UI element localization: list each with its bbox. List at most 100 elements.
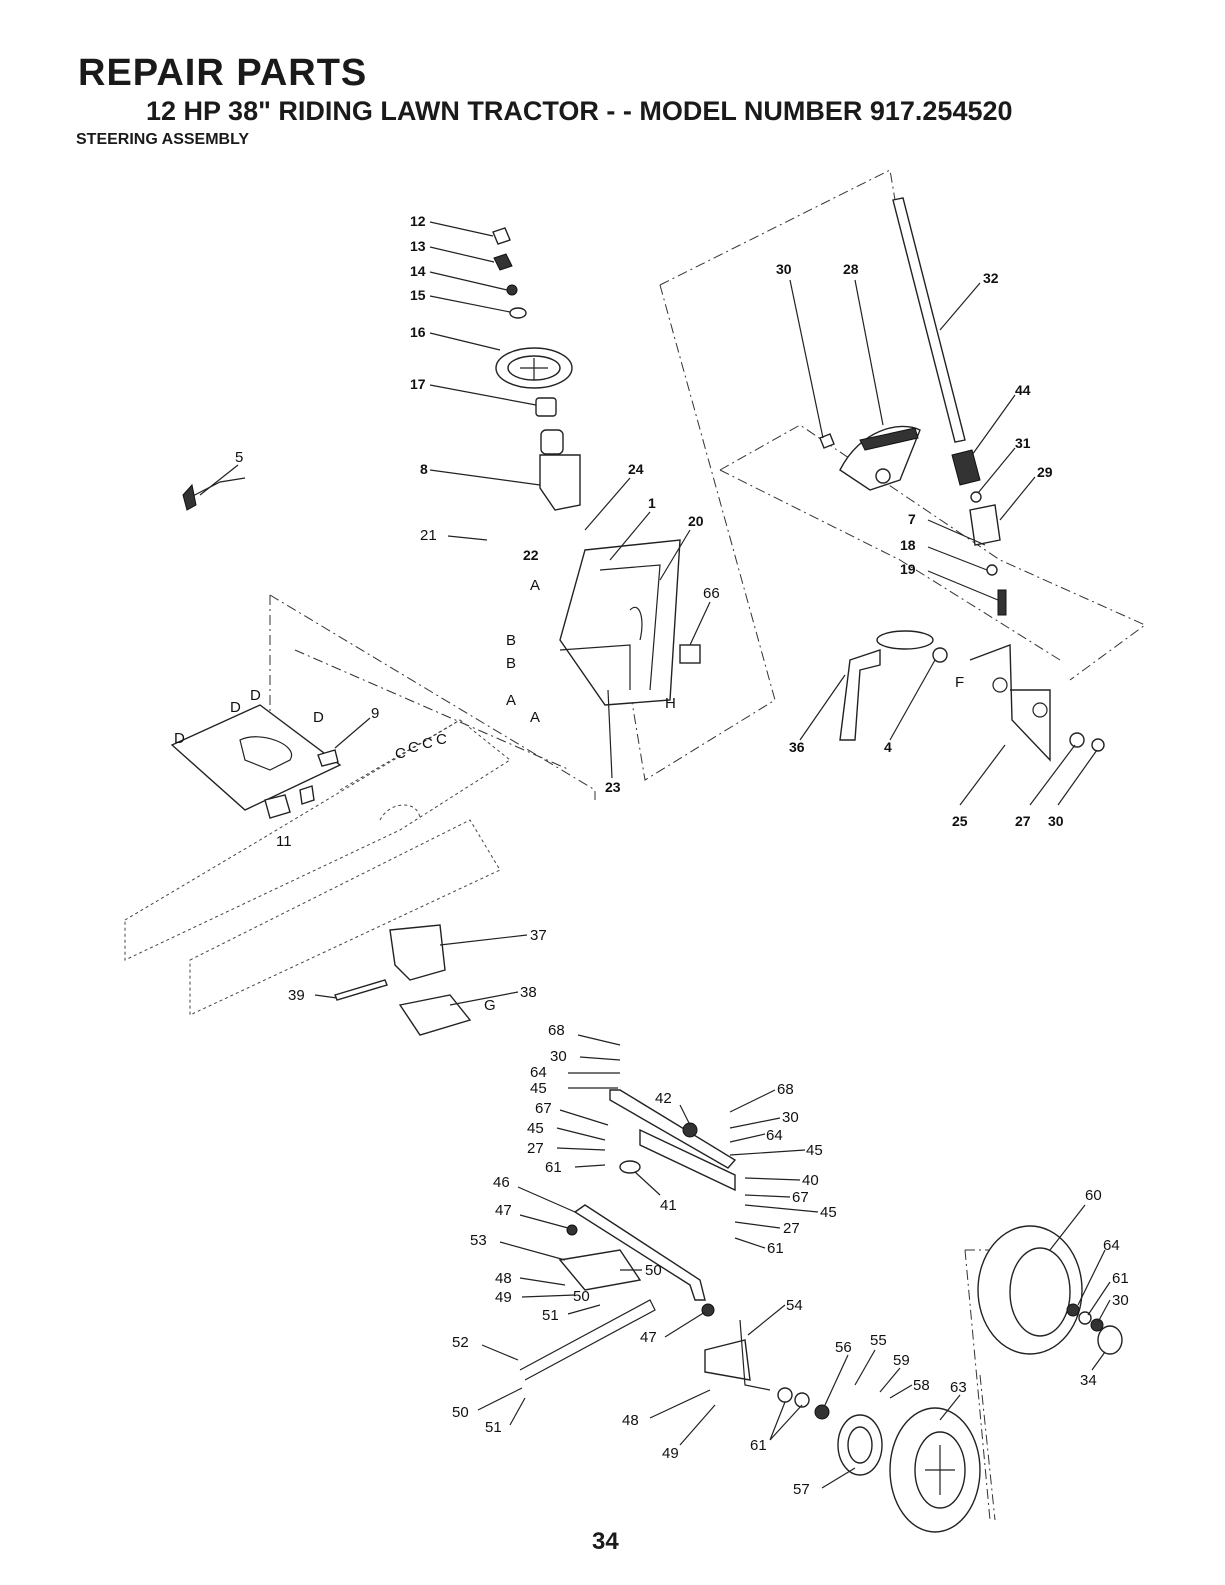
reference-letters: A B B A A H F G D D D D C C C C bbox=[174, 577, 964, 1014]
callout-20: 20 bbox=[688, 513, 704, 529]
callout-5: 5 bbox=[235, 449, 243, 466]
sector-gear bbox=[819, 425, 921, 491]
leader-lines bbox=[199, 221, 1111, 1489]
callout-57: 57 bbox=[793, 1481, 810, 1498]
callout-16: 16 bbox=[410, 324, 426, 340]
ref-letter-h: H bbox=[665, 695, 676, 712]
callout-56: 56 bbox=[835, 1339, 852, 1356]
callout-15: 15 bbox=[410, 287, 426, 303]
callout-28: 28 bbox=[843, 261, 859, 277]
callout-13: 13 bbox=[410, 238, 426, 254]
callout-27-left: 27 bbox=[527, 1140, 544, 1157]
callout-48-right: 48 bbox=[622, 1412, 639, 1429]
ref-letter-c: C bbox=[436, 731, 447, 748]
dash-panel bbox=[559, 539, 701, 706]
callout-51-lower: 51 bbox=[485, 1419, 502, 1436]
callout-47-right: 47 bbox=[640, 1329, 657, 1346]
callout-63: 63 bbox=[950, 1379, 967, 1396]
steering-wheel-group bbox=[492, 227, 581, 511]
callout-50-mid: 50 bbox=[573, 1288, 590, 1305]
callout-64-right: 64 bbox=[766, 1127, 783, 1144]
callout-30-right: 30 bbox=[782, 1109, 799, 1126]
callout-4: 4 bbox=[884, 739, 892, 755]
callout-38: 38 bbox=[520, 984, 537, 1001]
ref-letter-a: A bbox=[530, 709, 540, 726]
callout-31: 31 bbox=[1015, 435, 1031, 451]
page-number: 34 bbox=[592, 1528, 619, 1555]
callout-44: 44 bbox=[1015, 382, 1031, 398]
ref-letter-d: D bbox=[313, 709, 324, 726]
callout-49-left: 49 bbox=[495, 1289, 512, 1306]
callout-45-left-a: 45 bbox=[530, 1080, 547, 1097]
callout-30-left: 30 bbox=[550, 1048, 567, 1065]
steering-shaft bbox=[892, 197, 1007, 616]
callout-52: 52 bbox=[452, 1334, 469, 1351]
floor-plate bbox=[170, 477, 342, 819]
callout-45-right-b: 45 bbox=[820, 1204, 837, 1221]
callout-7: 7 bbox=[908, 511, 916, 527]
callout-61-right: 61 bbox=[767, 1240, 784, 1257]
callout-labels: 12 13 14 15 16 17 8 21 22 24 1 20 66 23 … bbox=[235, 213, 1129, 1498]
ref-letter-c: C bbox=[408, 739, 419, 756]
callout-67-left: 67 bbox=[535, 1100, 552, 1117]
callout-17: 17 bbox=[410, 376, 426, 392]
ref-letter-d: D bbox=[250, 687, 261, 704]
callout-27-right: 27 bbox=[783, 1220, 800, 1237]
callout-45-right-a: 45 bbox=[806, 1142, 823, 1159]
ref-letter-d: D bbox=[174, 730, 185, 747]
callout-67-right: 67 bbox=[792, 1189, 809, 1206]
page-title: REPAIR PARTS bbox=[78, 52, 368, 94]
callout-23: 23 bbox=[605, 779, 621, 795]
callout-64-left: 64 bbox=[530, 1064, 547, 1081]
callout-68-right: 68 bbox=[777, 1081, 794, 1098]
callout-68-left: 68 bbox=[548, 1022, 565, 1039]
ref-letter-c: C bbox=[395, 745, 406, 762]
callout-34: 34 bbox=[1080, 1372, 1097, 1389]
callout-46: 46 bbox=[493, 1174, 510, 1191]
callout-25: 25 bbox=[952, 813, 968, 829]
callout-60: 60 bbox=[1085, 1187, 1102, 1204]
callout-37: 37 bbox=[530, 927, 547, 944]
callout-42: 42 bbox=[655, 1090, 672, 1107]
callout-61-left: 61 bbox=[545, 1159, 562, 1176]
callout-50-lower: 50 bbox=[452, 1404, 469, 1421]
callout-21: 21 bbox=[420, 527, 437, 544]
ref-letter-a: A bbox=[530, 577, 540, 594]
callout-45-left-b: 45 bbox=[527, 1120, 544, 1137]
callout-53: 53 bbox=[470, 1232, 487, 1249]
callout-14: 14 bbox=[410, 263, 426, 279]
callout-54: 54 bbox=[786, 1297, 803, 1314]
callout-9: 9 bbox=[371, 705, 379, 722]
callout-48-left: 48 bbox=[495, 1270, 512, 1287]
callout-1: 1 bbox=[648, 495, 656, 511]
callout-61-rear: 61 bbox=[1112, 1270, 1129, 1287]
callout-30-rear: 30 bbox=[1112, 1292, 1129, 1309]
ref-letter-d: D bbox=[230, 699, 241, 716]
callout-19: 19 bbox=[900, 561, 916, 577]
callout-59: 59 bbox=[893, 1352, 910, 1369]
callout-22: 22 bbox=[523, 547, 539, 563]
callout-47-left: 47 bbox=[495, 1202, 512, 1219]
callout-41: 41 bbox=[660, 1197, 677, 1214]
callout-58: 58 bbox=[913, 1377, 930, 1394]
ref-letter-f: F bbox=[955, 674, 964, 691]
callout-12: 12 bbox=[410, 213, 426, 229]
callout-29: 29 bbox=[1037, 464, 1053, 480]
callout-30-bracket: 30 bbox=[1048, 813, 1064, 829]
callout-55: 55 bbox=[870, 1332, 887, 1349]
callout-30-gear: 30 bbox=[776, 261, 792, 277]
callout-11: 11 bbox=[276, 833, 292, 850]
model-subtitle: 12 HP 38" RIDING LAWN TRACTOR - - MODEL … bbox=[146, 96, 1013, 126]
ref-letter-b: B bbox=[506, 655, 516, 672]
callout-36: 36 bbox=[789, 739, 805, 755]
callout-32: 32 bbox=[983, 270, 999, 286]
callout-66: 66 bbox=[703, 585, 720, 602]
callout-27: 27 bbox=[1015, 813, 1031, 829]
pitman-arm-and-bracket bbox=[839, 630, 1105, 762]
ref-letter-g: G bbox=[484, 997, 496, 1014]
ref-letter-b: B bbox=[506, 632, 516, 649]
callout-18: 18 bbox=[900, 537, 916, 553]
callout-24: 24 bbox=[628, 461, 644, 477]
callout-51-upper: 51 bbox=[542, 1307, 559, 1324]
